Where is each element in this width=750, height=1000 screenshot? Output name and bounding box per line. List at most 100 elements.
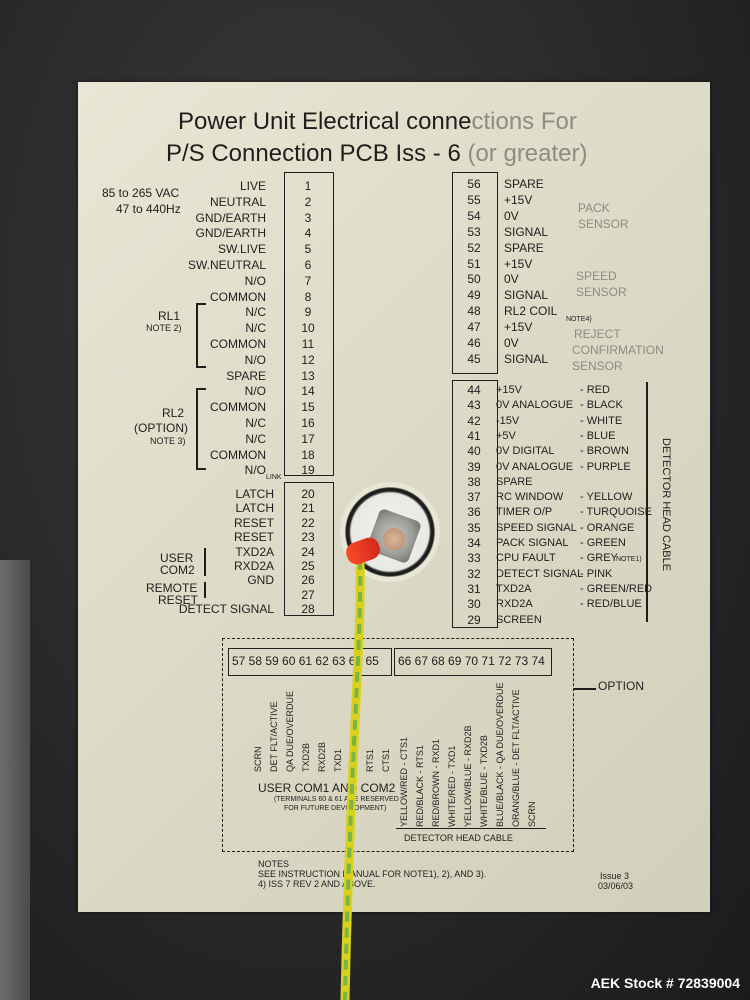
issue-date: 03/06/03: [598, 881, 634, 891]
option-pin-label: TXD1: [333, 748, 343, 772]
option-left-numbers: 57 58 59 60 61 62 63 64 65: [232, 654, 379, 668]
terminal-number: 47: [467, 320, 481, 335]
terminal-number: 46: [467, 336, 481, 350]
pack-sensor-1: PACK: [578, 201, 610, 215]
cabinet-edge: [0, 560, 30, 1000]
rl1-label: RL1: [158, 309, 181, 323]
terminal-number: 25: [301, 559, 315, 573]
terminal-label: N/C: [245, 321, 266, 336]
terminal-label: 0V: [504, 336, 519, 350]
terminal-number: 37: [467, 490, 481, 505]
terminal-label: +15V: [496, 384, 522, 396]
user-com2-label-1: USER: [160, 551, 194, 565]
terminal-number: 39: [467, 459, 481, 474]
stock-watermark: AEK Stock # 72839004: [590, 975, 740, 991]
terminal-label: COMMON: [210, 289, 266, 304]
reject-sensor-2: CONFIRMATION: [572, 343, 664, 357]
terminal-number: 45: [467, 351, 481, 366]
terminal-number: 30: [467, 597, 481, 612]
terminal-number: 42: [467, 413, 481, 428]
terminal-block-right-lower: [452, 380, 498, 628]
terminal-label: +15V: [504, 256, 533, 271]
terminal-number: 49: [467, 288, 481, 303]
terminal-label: SPEED SIGNAL: [496, 521, 577, 534]
terminal-label: CPU FAULT: [496, 552, 556, 565]
terminal-label: -15V: [496, 414, 520, 427]
terminal-number: 6: [304, 258, 312, 272]
terminal-block-left-lower: [284, 482, 334, 616]
terminal-number: 36: [467, 505, 481, 520]
terminal-block-right-upper: [452, 172, 498, 374]
option-terminal-block-right: [394, 648, 552, 676]
terminal-label: COMMON: [210, 337, 266, 351]
terminal-label: LIVE: [239, 179, 266, 193]
terminal-block-left-upper: [284, 172, 334, 476]
terminal-number: 14: [301, 384, 315, 399]
pack-sensor-2: SENSOR: [578, 217, 629, 231]
option-label: OPTION: [598, 679, 645, 693]
terminal-label: N/O: [244, 273, 266, 288]
terminal-label: N/C: [245, 416, 266, 430]
terminal-number: 44: [467, 383, 481, 397]
option-pin-label: BLUE/BLACK - QA DUE/OVERDUE: [495, 682, 505, 827]
wire-color: - GREY: [580, 552, 618, 565]
title-line-2: P/S Connection PCB Iss - 6 (or greater): [166, 140, 588, 167]
rl2-note: NOTE 3): [150, 436, 186, 446]
terminal-number: 19: [301, 463, 315, 478]
terminal-label: SIGNAL: [504, 224, 549, 239]
terminal-label: N/O: [244, 463, 266, 478]
wire-color: - RED: [580, 384, 610, 396]
terminal-label: RXD2A: [233, 559, 274, 573]
wire-color: - YELLOW: [580, 491, 633, 504]
terminal-number: 13: [301, 368, 315, 383]
terminal-label: DETECT SIGNAL: [496, 567, 584, 580]
option-pin-label: RTS1: [365, 749, 375, 772]
terminal-number: 24: [301, 544, 315, 559]
terminal-label: LATCH: [235, 501, 274, 516]
terminal-label: +15V: [504, 192, 533, 207]
terminal-label: PACK SIGNAL: [496, 537, 569, 549]
terminal-label: TIMER O/P: [496, 506, 553, 519]
option-pin-label: WHITE/BLUE - TXD2B: [479, 735, 489, 827]
terminal-number: 54: [467, 208, 481, 223]
option-pin-label: DET FLT/ACTIVE: [269, 701, 279, 772]
terminal-number: 2: [304, 194, 312, 209]
terminal-label: TXD2A: [235, 544, 274, 559]
terminal-label: SIGNAL: [504, 288, 549, 303]
option-pin-label: RED/BROWN - RXD1: [431, 738, 441, 827]
option-pin-label: WHITE/RED - TXD1: [447, 745, 457, 827]
terminal-number: 53: [467, 224, 481, 239]
terminal-label: COMMON: [210, 447, 266, 462]
terminal-label: 0V: [504, 272, 519, 287]
terminal-number: 23: [301, 530, 315, 545]
supply-frequency: 47 to 440Hz: [116, 202, 181, 216]
terminal-label: N/O: [244, 352, 266, 367]
terminal-number: 5: [304, 242, 312, 257]
terminals-note-2: FOR FUTURE DEVELOPMENT): [284, 805, 387, 812]
terminal-number: 12: [301, 352, 315, 367]
terminal-number: 55: [467, 192, 481, 207]
terminal-label: SPARE: [496, 475, 533, 488]
option-pin-label: SCRN: [527, 801, 537, 827]
terminal-number: 41: [467, 428, 481, 443]
terminal-label: +5V: [496, 429, 516, 442]
title-line-1: Power Unit Electrical connections For: [178, 108, 577, 135]
terminal-number: 7: [304, 273, 312, 288]
wire-color: - ORANGE: [580, 521, 635, 534]
terminal-label: N/C: [245, 431, 266, 446]
notes-heading: NOTES: [258, 859, 290, 869]
reject-sensor-1: REJECT: [574, 327, 621, 341]
rl1-note: NOTE 2): [146, 323, 182, 333]
option-pin-label: QA DUE/OVERDUE: [285, 690, 295, 772]
detector-head-cable-caption: DETECTOR HEAD CABLE: [404, 833, 513, 843]
terminal-number: 31: [467, 581, 481, 596]
terminal-number: 28: [301, 602, 315, 617]
option-pin-label: RXD2B: [317, 741, 327, 772]
terminal-label: RXD2A: [496, 598, 533, 611]
rl2-option: (OPTION): [134, 421, 188, 435]
wire-color: - RED/BLUE: [580, 598, 642, 611]
terminal-label: GND: [247, 573, 274, 588]
terminal-number: 29: [467, 612, 481, 627]
terminal-label: SPARE: [226, 368, 266, 383]
wire-color: - PURPLE: [580, 460, 631, 473]
